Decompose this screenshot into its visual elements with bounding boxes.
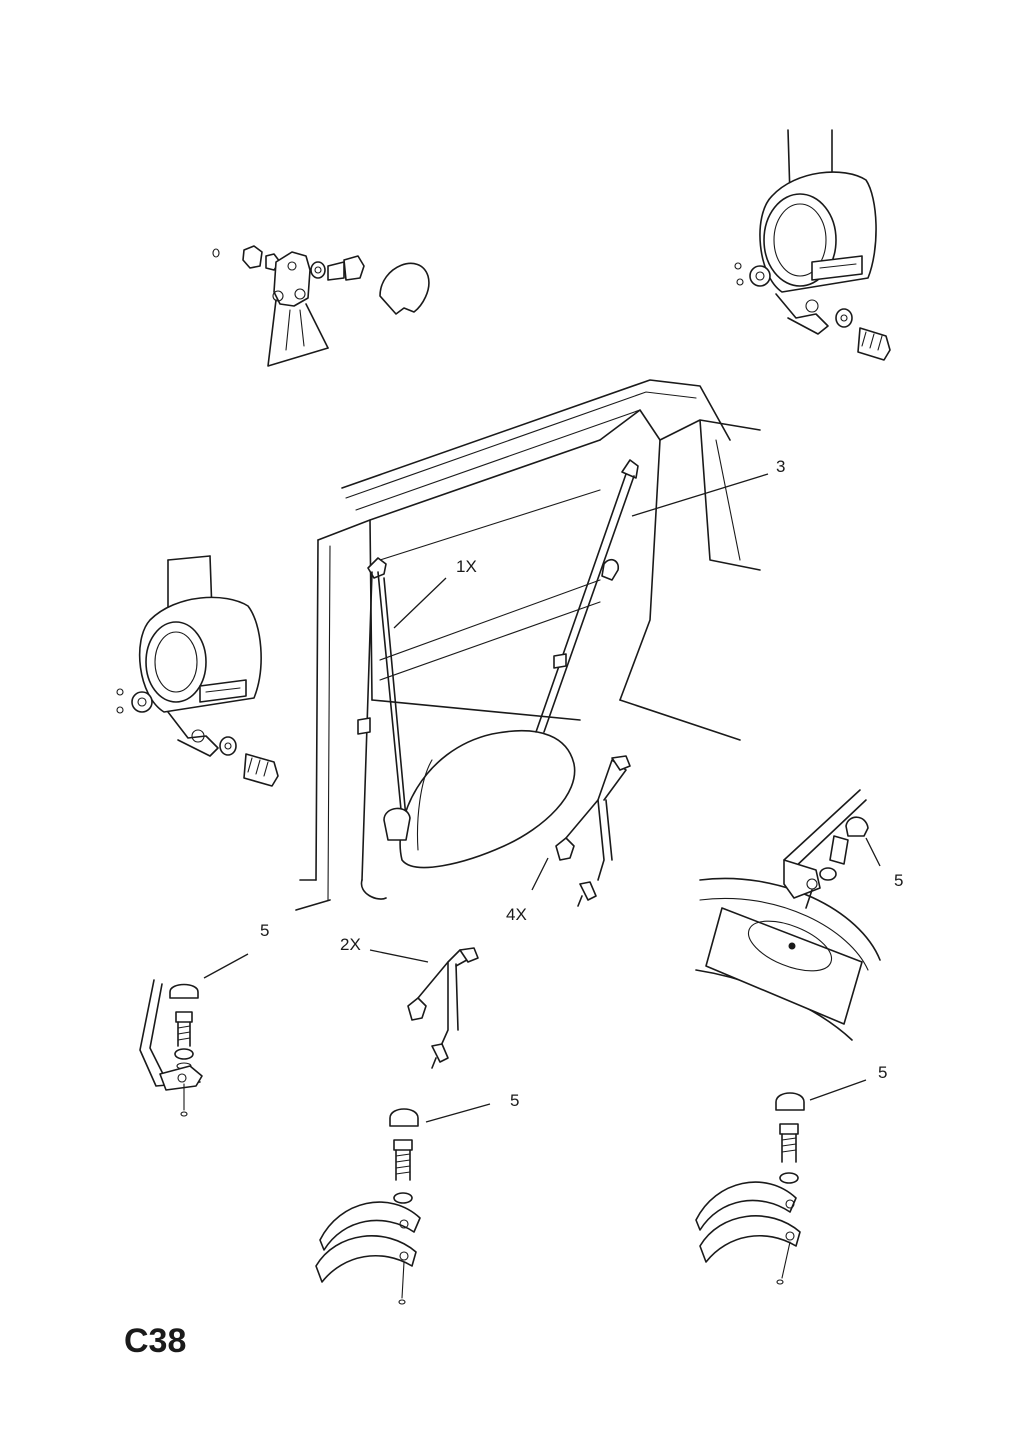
callout-4x: 4X <box>506 905 527 924</box>
front-seat-belt <box>357 557 411 900</box>
callout-2x: 2X <box>340 935 361 954</box>
callout-1x: 1X <box>456 557 477 576</box>
lower-center-anchor <box>315 1108 421 1305</box>
callout-5-bottom-right: 5 <box>878 1063 887 1082</box>
callout-5-center: 5 <box>510 1091 519 1110</box>
buckle-strap-2x <box>407 947 479 1069</box>
page-code: C38 <box>124 1322 186 1360</box>
callout-5-right-mid: 5 <box>894 871 903 890</box>
leader-lines <box>203 473 881 1123</box>
callout-5-left: 5 <box>260 921 269 940</box>
floor-anchor-panel <box>695 789 881 1041</box>
buckle-strap-4x <box>555 755 631 907</box>
callout-3: 3 <box>776 457 785 476</box>
vehicle-interior-body <box>295 379 761 911</box>
upper-right-retractor-assembly <box>734 129 891 361</box>
lower-left-anchor <box>139 979 203 1117</box>
lower-right-anchor <box>695 1092 805 1285</box>
left-retractor-assembly <box>116 555 279 787</box>
upper-anchor-bracket-assembly <box>212 245 430 367</box>
rear-seat-belt <box>535 459 639 733</box>
callout-labels: 1X 3 4X 2X 5 5 5 5 <box>260 457 903 1110</box>
